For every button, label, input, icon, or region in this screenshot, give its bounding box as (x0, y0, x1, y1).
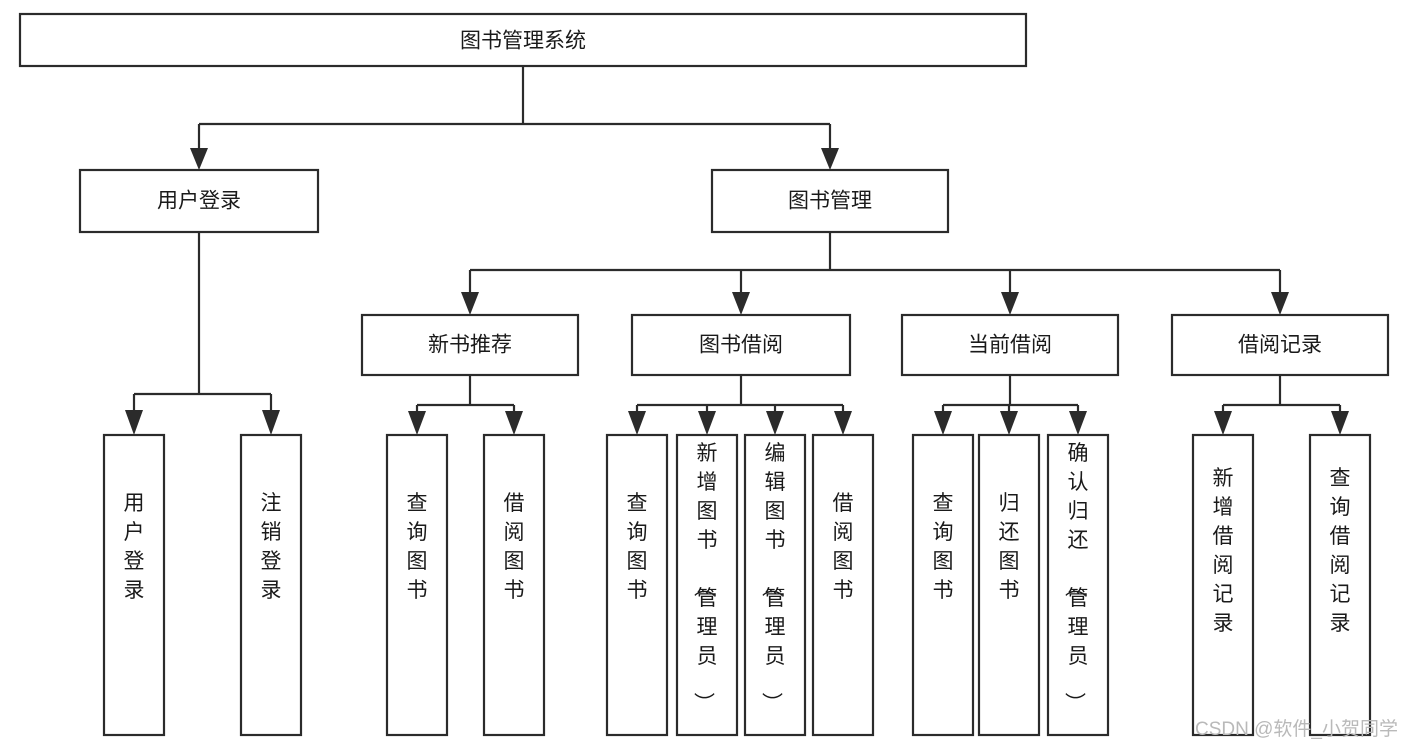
arrowhead-leaf-return-book (1000, 411, 1018, 435)
node-leaf-edit-book[interactable]: 编辑图书（管理员） (743, 433, 807, 737)
node-current-borrow[interactable]: 当前借阅 (900, 313, 1120, 377)
node-leaf-add-record-label: 新增借阅记录 (1213, 467, 1234, 635)
node-leaf-user-login[interactable]: 用户登录 (102, 433, 166, 737)
node-leaf-query-book-2-label: 查询图书 (627, 492, 648, 602)
node-leaf-query-record-box[interactable] (1308, 433, 1372, 737)
node-book-manage[interactable]: 图书管理 (710, 168, 950, 234)
node-leaf-borrow-book-2-box[interactable] (811, 433, 875, 737)
connector-group-new-book-rec-leaves (408, 375, 523, 435)
node-leaf-add-record[interactable]: 新增借阅记录 (1191, 433, 1255, 737)
node-user-login-box[interactable] (78, 168, 320, 234)
node-leaf-edit-book-label: 编辑图书（管理员） (760, 442, 786, 713)
node-leaf-borrow-book-1[interactable]: 借阅图书 (482, 433, 546, 737)
node-new-book-rec-label: 新书推荐 (428, 334, 512, 357)
node-leaf-add-book-label: 新增图书（管理员） (692, 442, 718, 713)
node-book-manage-label: 图书管理 (788, 190, 872, 213)
arrowhead-leaf-borrow-book-1 (505, 411, 523, 435)
arrowhead-leaf-query-book-2 (628, 411, 646, 435)
node-leaf-edit-book-box[interactable] (743, 433, 807, 737)
node-book-borrow[interactable]: 图书借阅 (630, 313, 852, 377)
node-leaf-borrow-book-1-label: 借阅图书 (504, 492, 525, 602)
node-leaf-logout[interactable]: 注销登录 (239, 433, 303, 737)
node-leaf-borrow-book-2[interactable]: 借阅图书 (811, 433, 875, 737)
arrowhead-leaf-edit-book (766, 411, 784, 435)
node-leaf-query-book-1-label: 查询图书 (407, 492, 428, 602)
node-leaf-query-record[interactable]: 查询借阅记录 (1308, 433, 1372, 737)
arrowhead-book-manage (821, 148, 839, 170)
node-leaf-query-book-3[interactable]: 查询图书 (911, 433, 975, 737)
node-borrow-record-label: 借阅记录 (1238, 334, 1322, 357)
node-leaf-user-login-box[interactable] (102, 433, 166, 737)
arrowhead-leaf-add-book (698, 411, 716, 435)
node-leaf-query-book-3-label: 查询图书 (933, 492, 954, 602)
node-leaf-query-record-label: 查询借阅记录 (1330, 467, 1351, 635)
node-leaf-confirm-return-box[interactable] (1046, 433, 1110, 737)
node-user-login-label: 用户登录 (157, 190, 241, 213)
node-current-borrow-label: 当前借阅 (968, 334, 1052, 357)
arrowhead-leaf-user-login (125, 410, 143, 435)
node-book-borrow-label: 图书借阅 (699, 334, 783, 357)
csdn-watermark: CSDN @软件_小贺同学 (1195, 718, 1398, 740)
node-leaf-user-login-label: 用户登录 (124, 492, 145, 602)
arrowhead-leaf-query-book-1 (408, 411, 426, 435)
node-borrow-record[interactable]: 借阅记录 (1170, 313, 1390, 377)
node-leaf-logout-label: 注销登录 (261, 492, 282, 602)
connector-group-current-borrow-leaves (934, 375, 1087, 435)
node-leaf-query-book-2-box[interactable] (605, 433, 669, 737)
arrowhead-leaf-confirm-return (1069, 411, 1087, 435)
arrowhead-borrow-record (1271, 292, 1289, 315)
arrowhead-book-borrow (732, 292, 750, 315)
arrowhead-leaf-logout (262, 410, 280, 435)
node-borrow-record-box[interactable] (1170, 313, 1390, 377)
node-leaf-return-book-label: 归还图书 (999, 492, 1020, 602)
node-leaf-return-book[interactable]: 归还图书 (977, 433, 1041, 737)
node-new-book-rec-box[interactable] (360, 313, 580, 377)
node-leaf-return-book-box[interactable] (977, 433, 1041, 737)
arrowhead-current-borrow (1001, 292, 1019, 315)
node-root-label: 图书管理系统 (460, 30, 586, 53)
node-leaf-confirm-return-label: 确认归还（管理员） (1063, 442, 1089, 713)
connector-group-book-manage (461, 232, 1289, 315)
node-book-manage-box[interactable] (710, 168, 950, 234)
node-leaf-borrow-book-2-label: 借阅图书 (833, 492, 854, 602)
arrowhead-leaf-borrow-book-2 (834, 411, 852, 435)
node-book-borrow-box[interactable] (630, 313, 852, 377)
node-current-borrow-box[interactable] (900, 313, 1120, 377)
arrowhead-new-book-rec (461, 292, 479, 315)
arrowhead-leaf-query-book-3 (934, 411, 952, 435)
arrowhead-user-login (190, 148, 208, 170)
node-new-book-rec[interactable]: 新书推荐 (360, 313, 580, 377)
arrowhead-leaf-query-record (1331, 411, 1349, 435)
connector-group-borrow-record-leaves (1214, 375, 1349, 435)
connector-group-user-login-leaves (125, 232, 280, 435)
node-leaf-query-book-3-box[interactable] (911, 433, 975, 737)
node-leaf-add-book[interactable]: 新增图书（管理员） (675, 433, 739, 737)
node-leaf-borrow-book-1-box[interactable] (482, 433, 546, 737)
connector-group-book-borrow-leaves (628, 375, 852, 435)
node-leaf-add-record-box[interactable] (1191, 433, 1255, 737)
node-leaf-logout-box[interactable] (239, 433, 303, 737)
arrowhead-leaf-add-record (1214, 411, 1232, 435)
node-leaf-query-book-2[interactable]: 查询图书 (605, 433, 669, 737)
node-leaf-query-book-1[interactable]: 查询图书 (385, 433, 449, 737)
node-leaf-add-book-box[interactable] (675, 433, 739, 737)
node-leaf-query-book-1-box[interactable] (385, 433, 449, 737)
node-root[interactable]: 图书管理系统 (18, 12, 1028, 68)
node-root-box[interactable] (18, 12, 1028, 68)
node-leaf-confirm-return[interactable]: 确认归还（管理员） (1046, 433, 1110, 737)
node-user-login[interactable]: 用户登录 (78, 168, 320, 234)
connector-group-root (190, 66, 839, 170)
